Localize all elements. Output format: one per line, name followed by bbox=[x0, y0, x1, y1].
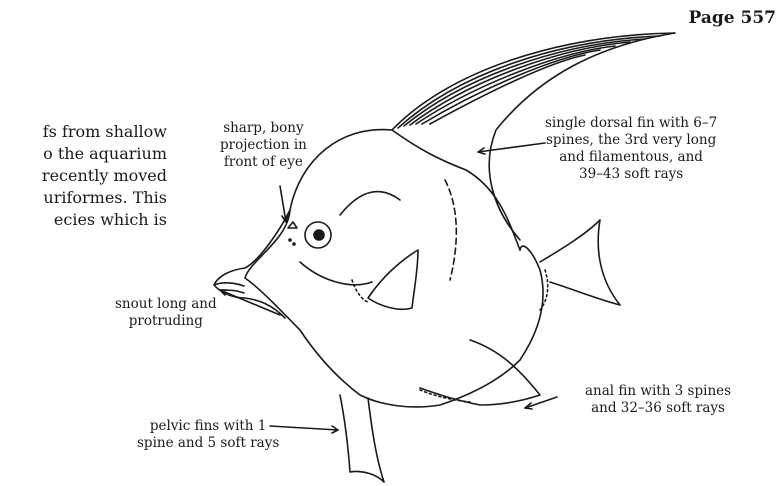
eye-projection-label: sharp, bony projection in front of eye bbox=[220, 120, 307, 171]
callout-arrows bbox=[220, 143, 557, 433]
tail-fin bbox=[540, 220, 620, 305]
fish-snout bbox=[214, 210, 290, 318]
fish-pupil bbox=[314, 230, 324, 240]
snout-label: snout long and protruding bbox=[115, 296, 217, 330]
pelvic-fin bbox=[340, 395, 384, 482]
pectoral-fin bbox=[368, 250, 418, 309]
dorsal-fin-label: single dorsal fin with 6–7 spines, the 3… bbox=[545, 115, 717, 183]
anal-fin bbox=[420, 340, 540, 405]
pelvic-fins-label: pelvic fins with 1 spine and 5 soft rays bbox=[137, 418, 279, 452]
anal-fin-label: anal fin with 3 spines and 32–36 soft ra… bbox=[585, 383, 731, 417]
eye-projection bbox=[288, 222, 297, 228]
